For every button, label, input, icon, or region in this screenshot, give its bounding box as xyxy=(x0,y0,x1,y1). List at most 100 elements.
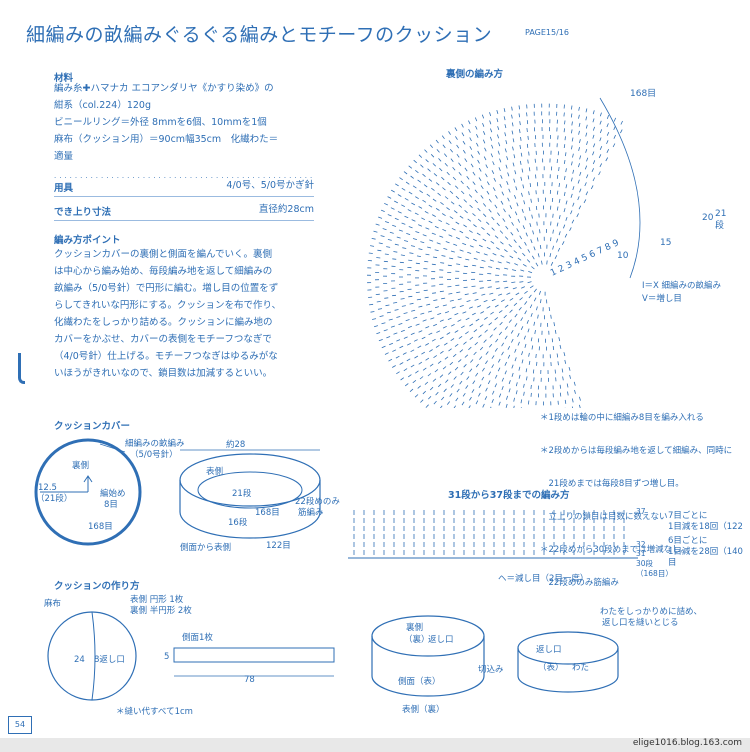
stitch-mark xyxy=(572,202,575,207)
stitch-mark xyxy=(384,297,389,299)
stitch-mark xyxy=(441,135,445,140)
stitch-mark xyxy=(422,390,426,395)
stitch-mark xyxy=(460,371,464,376)
stitch-mark xyxy=(450,201,455,205)
stitch-mark xyxy=(495,194,498,199)
page-title: 細編みの畝編みぐるぐる編みとモチーフのクッション xyxy=(26,24,493,46)
stitch-mark xyxy=(515,382,518,387)
stitch-mark xyxy=(511,106,513,111)
stitch-mark xyxy=(479,266,484,269)
stitch-mark xyxy=(538,290,541,295)
stitch-mark xyxy=(392,365,396,368)
stitch-mark xyxy=(528,271,533,274)
stitch-mark xyxy=(461,132,465,137)
back-chart-diagram: 168目 20 21 段 15 10 1 2 3 4 5 6 7 8 9 xyxy=(366,88,726,408)
stitch-mark xyxy=(458,204,463,208)
tools-value: 4/0号、5/0号かぎ針 xyxy=(226,180,314,191)
note-line: ＊2段めからは毎段編み地を返して細編み、同時に xyxy=(540,446,733,456)
stitch-mark xyxy=(584,165,588,170)
stitch-mark xyxy=(606,149,610,153)
stitch-mark xyxy=(454,127,458,132)
stitch-mark xyxy=(526,128,528,133)
stitch-mark xyxy=(484,329,488,333)
stitch-mark xyxy=(535,262,539,267)
stitch-mark xyxy=(473,329,478,333)
stitch-mark xyxy=(417,385,421,389)
stitch-mark xyxy=(592,177,596,182)
stitch-mark xyxy=(585,124,588,129)
make-opening: 8返し口 xyxy=(94,654,125,665)
stitch-mark xyxy=(408,165,413,169)
stitch-mark xyxy=(472,213,476,217)
stitch-mark xyxy=(500,200,504,205)
stitch-mark xyxy=(491,399,494,403)
cover-122: 122目 xyxy=(266,541,291,551)
stitch-mark xyxy=(462,140,466,145)
stitch-mark xyxy=(428,332,433,336)
stitch-mark xyxy=(448,234,453,237)
stitch-mark xyxy=(446,207,450,211)
stitch-mark xyxy=(517,341,520,346)
size-row: でき上り寸法 直径約28cm xyxy=(54,200,314,221)
stitch-mark xyxy=(465,236,470,239)
stitch-mark xyxy=(528,294,532,299)
stitch-mark xyxy=(483,156,487,161)
stitch-mark xyxy=(439,336,444,340)
stitch-mark xyxy=(481,376,485,381)
stitch-mark xyxy=(534,330,536,335)
stitch-mark xyxy=(497,150,500,155)
stitch-mark xyxy=(512,287,517,290)
stitch-mark xyxy=(496,222,500,227)
stitch-mark xyxy=(413,159,417,164)
dec1: 1目減を18回（122 xyxy=(668,522,743,532)
stitch-mark xyxy=(578,146,580,152)
stitch-mark xyxy=(556,222,559,227)
stitch-mark xyxy=(425,404,429,408)
stitch-mark xyxy=(550,237,552,242)
label-168: 168目 xyxy=(630,88,656,99)
stitch-mark xyxy=(486,190,490,195)
stitch-mark xyxy=(478,384,482,389)
stitch-mark xyxy=(599,163,603,168)
stitch-mark xyxy=(483,300,488,303)
stitch-mark xyxy=(494,204,498,209)
stitch-mark xyxy=(514,313,518,318)
stitch-mark xyxy=(494,383,498,388)
stitch-mark xyxy=(442,228,447,232)
stitch-mark xyxy=(378,339,383,342)
stitch-mark xyxy=(502,218,506,222)
make-dim78: 78 xyxy=(244,675,255,685)
points-line: は中心から編み始め、毎段編み地を返して細編みの xyxy=(54,266,273,277)
stitch-mark xyxy=(455,195,460,200)
stitch-mark xyxy=(480,311,485,314)
stitch-mark xyxy=(392,224,397,227)
stitch-mark xyxy=(418,330,423,333)
stitch-mark xyxy=(515,390,518,395)
stitch-mark xyxy=(592,118,595,123)
stitch-mark xyxy=(449,361,454,366)
stitch-mark xyxy=(421,217,426,221)
rows-label-168: （168目） xyxy=(636,569,673,578)
stitch-mark xyxy=(524,343,527,348)
stitch-mark xyxy=(407,325,412,329)
stitch-mark xyxy=(531,214,533,219)
stitch-mark xyxy=(430,154,435,158)
stitch-mark xyxy=(469,336,474,340)
stitch-mark xyxy=(369,303,374,306)
label-10: 10 xyxy=(617,251,629,261)
stitch-mark xyxy=(485,387,488,392)
stitch-mark xyxy=(550,261,554,266)
stitch-mark xyxy=(518,245,522,250)
stitch-mark xyxy=(517,218,520,223)
stitch-mark xyxy=(531,345,534,350)
stitch-mark xyxy=(419,376,424,380)
stitch-mark xyxy=(576,213,579,218)
stitch-mark xyxy=(520,152,523,157)
stitch-mark xyxy=(457,298,462,301)
stitch-mark xyxy=(404,383,409,387)
stitch-mark xyxy=(519,281,524,283)
stitch-mark xyxy=(529,183,532,188)
stitch-mark xyxy=(407,374,412,378)
stitch-mark xyxy=(579,188,582,193)
stitch-mark xyxy=(469,245,474,248)
